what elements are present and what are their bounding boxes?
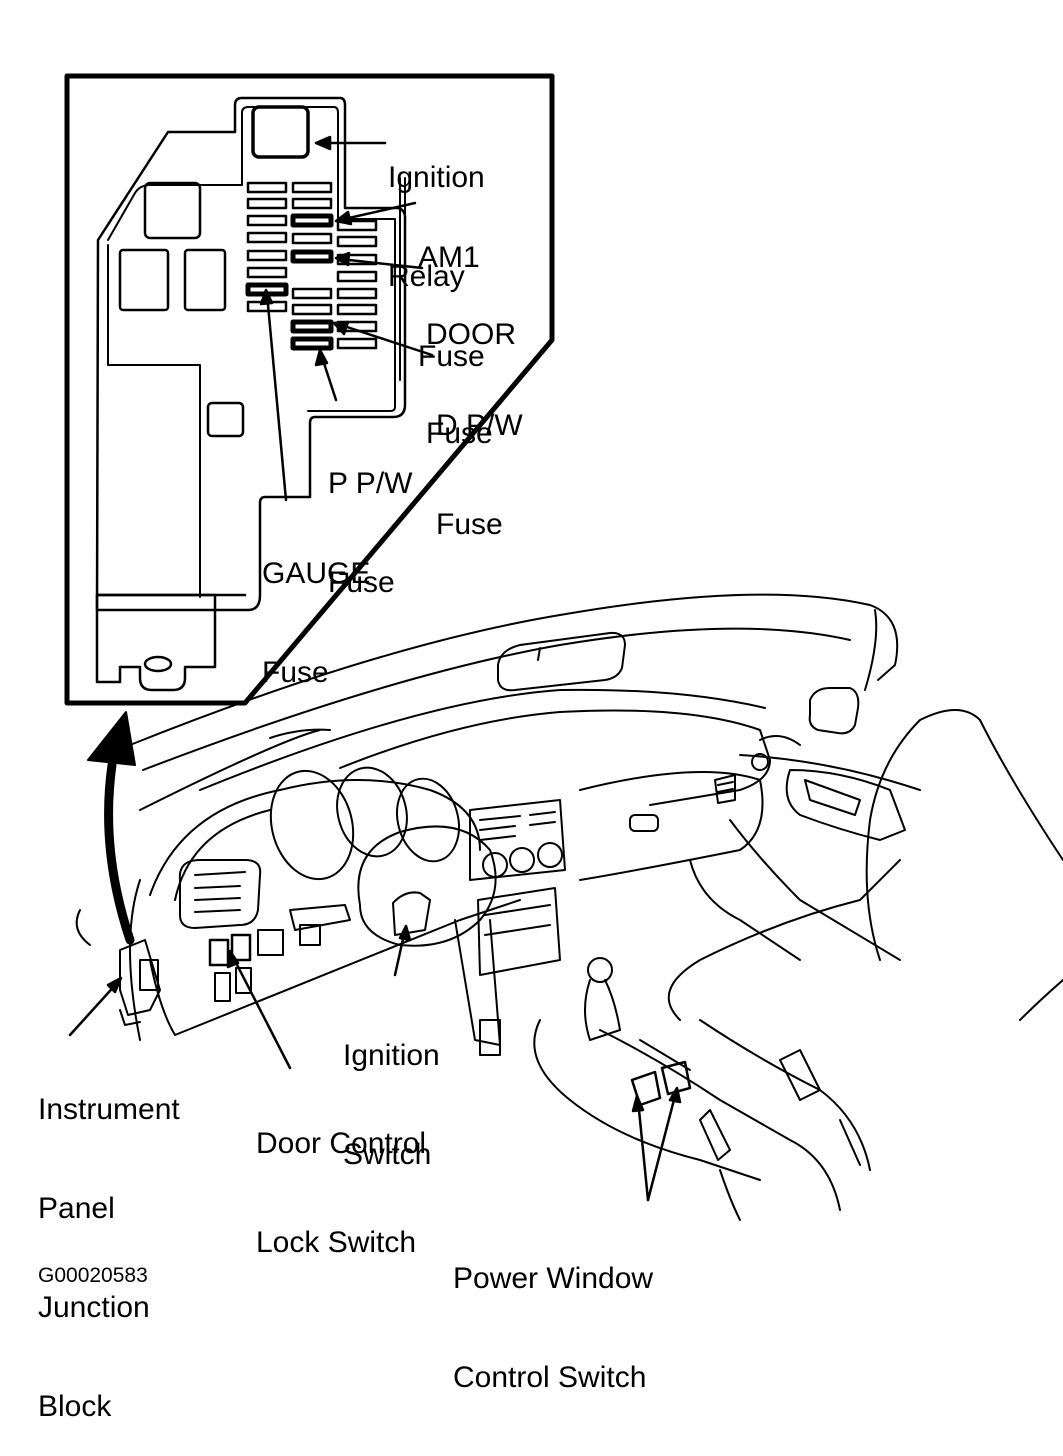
label-ignition-switch: Ignition Switch (343, 1039, 440, 1171)
fuse-slot (336, 270, 378, 283)
zoom-arrow (87, 711, 136, 945)
ppw-fuse (290, 336, 334, 351)
label-gauge-fuse: GAUGE Fuse (262, 557, 371, 689)
fuse-slot (336, 337, 378, 350)
fuse-slot (336, 219, 378, 232)
fuse-slot (291, 197, 333, 210)
label-door-fuse: DOOR Fuse (426, 318, 516, 450)
fuse-slot (246, 197, 288, 210)
figure-id: G00020583 (38, 1264, 148, 1287)
fuse-slot (291, 181, 333, 194)
label-instrument-panel-junction-block: Instrument Panel Junction Block (38, 1093, 180, 1423)
fuse-slot (246, 181, 288, 194)
dashboard-illustration (75, 593, 1063, 1221)
fuse-slot (246, 214, 288, 227)
fuse-slot (291, 232, 333, 245)
ignition-relay (251, 105, 310, 159)
label-dpw-fuse: D P/W Fuse (436, 409, 523, 541)
fuse-slot (291, 287, 333, 300)
fuse-slot (336, 235, 378, 248)
label-ppw-fuse: P P/W Fuse (328, 467, 413, 599)
junction-block-outline (95, 96, 407, 692)
label-door-control-lock-switch: Door Control Lock Switch (256, 1127, 427, 1259)
label-ignition-relay: Ignition Relay (388, 161, 485, 293)
component-leaders (68, 924, 682, 1202)
door-fuse (290, 249, 334, 264)
label-power-window-control-switch: Power Window Control Switch (453, 1262, 654, 1394)
fuse-slot (336, 303, 378, 316)
fuse-slot (336, 287, 378, 300)
fuse-grid (245, 181, 378, 351)
inset-leaders (259, 135, 434, 502)
inset-frame (64, 73, 555, 706)
am1-fuse (290, 213, 334, 228)
fuse-slot (291, 303, 333, 316)
fuse-slot (246, 266, 288, 279)
dpw-fuse (290, 319, 334, 334)
fuse-slot (246, 231, 288, 244)
fuse-slot (246, 249, 288, 262)
label-am1-fuse: AM1 Fuse (418, 241, 485, 373)
component-location-diagram (64, 73, 1063, 1221)
